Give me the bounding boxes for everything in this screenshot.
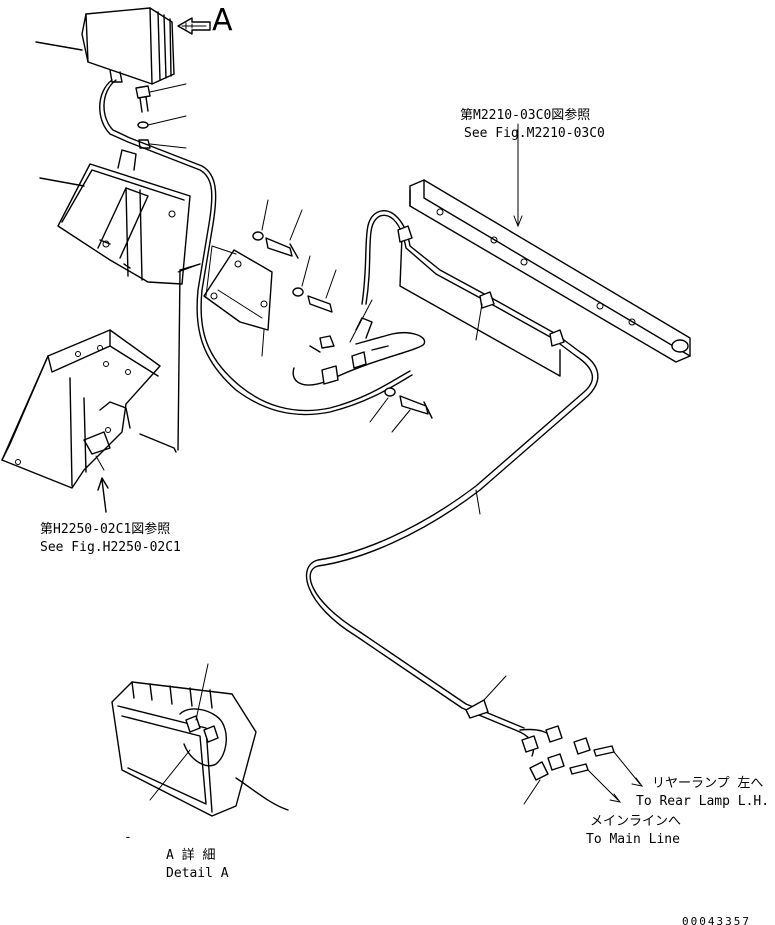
rear-frame-bar <box>399 123 691 377</box>
detail-a-lamp <box>111 663 289 817</box>
view-arrow-a <box>177 17 211 35</box>
lamp-bracket <box>39 149 191 285</box>
rear-lamp-jp: リヤーランプ 左へ <box>652 776 764 791</box>
drawing-number: 00043357 <box>682 915 751 925</box>
ref-left-en: See Fig.H2250-02C1 <box>40 540 181 555</box>
lamp-cable <box>99 79 413 416</box>
main-line-jp: メインラインへ <box>590 814 682 829</box>
mid-fasteners <box>252 199 433 433</box>
frame-harness <box>309 210 599 729</box>
harness-end-connectors <box>519 725 644 805</box>
lamp-mount-bolt <box>135 83 187 149</box>
rear-lamp-en: To Rear Lamp L.H. <box>636 794 770 809</box>
work-lamp <box>35 7 175 85</box>
ref-left-jp: 第H2250-02C1図参照 <box>40 522 171 537</box>
cab-mount-bracket <box>1 329 177 513</box>
detail-en: Detail A <box>166 866 229 881</box>
detail-jp: A 詳 細 <box>166 848 216 863</box>
mount-plate <box>177 245 273 451</box>
view-arrow-label: A <box>212 3 233 38</box>
ref-top-jp: 第M2210-03C0図参照 <box>460 108 591 123</box>
mid-connectors <box>292 299 426 386</box>
detail-dash: - <box>124 830 132 845</box>
main-line-en: To Main Line <box>586 832 680 847</box>
ref-top-en: See Fig.M2210-03C0 <box>464 126 605 141</box>
